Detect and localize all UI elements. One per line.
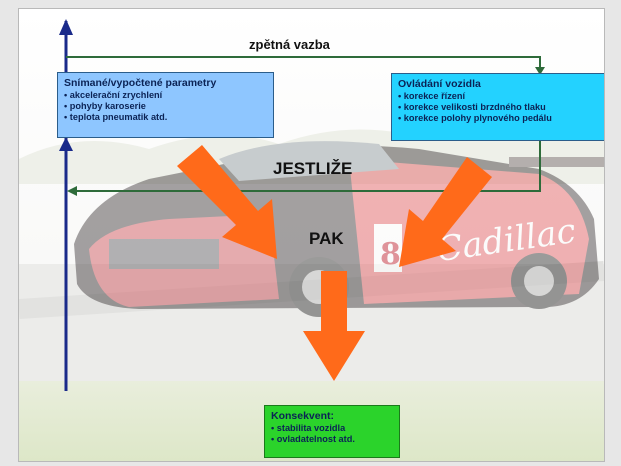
consequent-list: stabilita vozidla ovladatelnost atd.	[271, 423, 393, 445]
vehicle-control-box: Ovládání vozidla korekce řízení korekce …	[391, 73, 604, 141]
if-arrow-left	[177, 145, 277, 259]
axis-arrowhead-top	[59, 19, 73, 35]
list-item: teplota pneumatik atd.	[64, 112, 267, 123]
if-arrow-right	[399, 157, 492, 267]
then-arrow-down	[303, 271, 365, 381]
list-item: ovladatelnost atd.	[271, 434, 393, 445]
sensed-parameters-list: akcelerační zrychlení pohyby karoserie t…	[64, 90, 267, 123]
vehicle-control-list: korekce řízení korekce velikosti brzdnéh…	[398, 91, 598, 124]
vehicle-control-title: Ovládání vozidla	[398, 78, 481, 90]
feedback-label: zpětná vazba	[249, 37, 330, 52]
then-label: PAK	[309, 229, 344, 248]
slide: 8 Cadillac zpětná vazba JESTLIŽE	[18, 8, 605, 462]
feedback-line-top	[66, 56, 541, 69]
diagram-arrows	[59, 19, 545, 391]
consequent-box: Konsekvent: stabilita vozidla ovladateln…	[264, 405, 400, 458]
feedback-arrowhead-down	[535, 67, 545, 75]
list-item: korekce velikosti brzdného tlaku	[398, 102, 598, 113]
svg-text:8: 8	[380, 237, 401, 272]
axis-arrowhead-mid	[59, 137, 73, 151]
sensed-parameters-title: Snímané/vypočtené parametry	[64, 77, 217, 89]
list-item: korekce řízení	[398, 91, 598, 102]
list-item: stabilita vozidla	[271, 423, 393, 434]
if-label: JESTLIŽE	[273, 159, 353, 178]
feedback-arrowhead-left	[67, 186, 77, 196]
consequent-title: Konsekvent:	[271, 410, 335, 422]
list-item: korekce polohy plynového pedálu	[398, 113, 598, 124]
list-item: akcelerační zrychlení	[64, 90, 267, 101]
sensed-parameters-box: Snímané/vypočtené parametry akcelerační …	[57, 72, 274, 138]
list-item: pohyby karoserie	[64, 101, 267, 112]
